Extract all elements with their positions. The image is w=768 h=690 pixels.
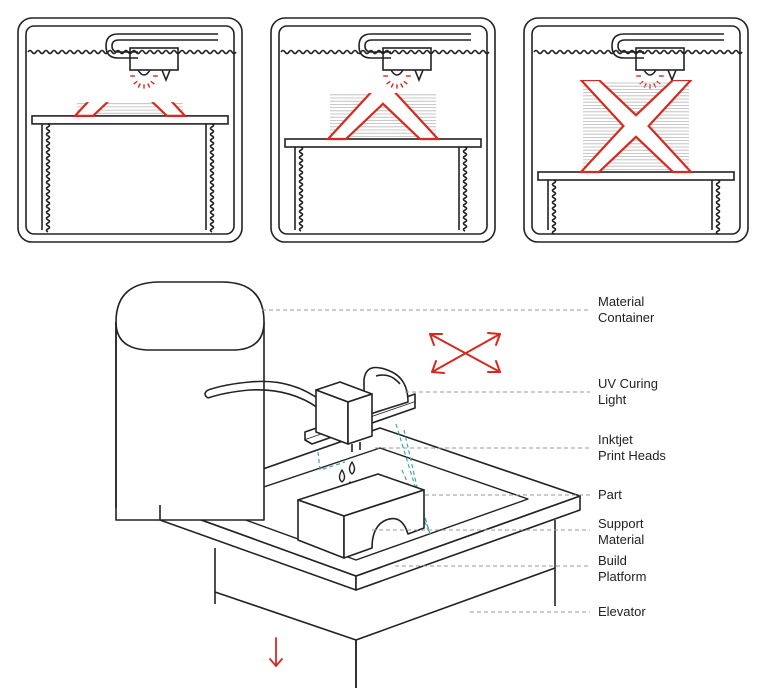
label-support-material-line-1: Support [598,516,644,531]
stage-panel-1 [17,17,243,243]
printed-part [297,473,425,559]
label-uv-curing-light-line-2: Light [598,392,627,407]
elevator-block [214,520,556,688]
leader-lines [262,309,590,613]
uv-rays-icon [130,75,158,89]
printed-x-part [325,93,441,141]
label-elevator-line-1: Elevator [598,604,646,619]
uv-rays-icon [383,75,411,89]
printed-x-part [578,80,694,174]
main-printer [115,281,581,688]
label-build-platform-line-2: Platform [598,569,646,584]
label-material-container-line-1: Material [598,294,644,309]
printed-x-part [72,102,188,117]
feed-tube [204,380,321,409]
label-part-line-1: Part [598,487,622,502]
uv-curing-light [363,366,409,417]
label-inkjet-print-heads-line-2: Print Heads [598,448,666,463]
label-inkjet-print-heads-line-1: Inktjet [598,432,633,447]
label-uv-curing-light-line-1: UV Curing [598,376,658,391]
elevator-down-arrow-icon [269,637,283,668]
label-material-container-line-2: Container [598,310,655,325]
stage-panel-3 [523,17,749,243]
label-build-platform-line-1: Build [598,553,627,568]
label-support-material-line-2: Material [598,532,644,547]
uv-rays-icon [636,75,664,89]
xy-motion-arrows-icon [429,332,501,374]
print-head-block [315,381,373,452]
stage-panel-2 [270,17,496,243]
material-container [115,281,265,521]
